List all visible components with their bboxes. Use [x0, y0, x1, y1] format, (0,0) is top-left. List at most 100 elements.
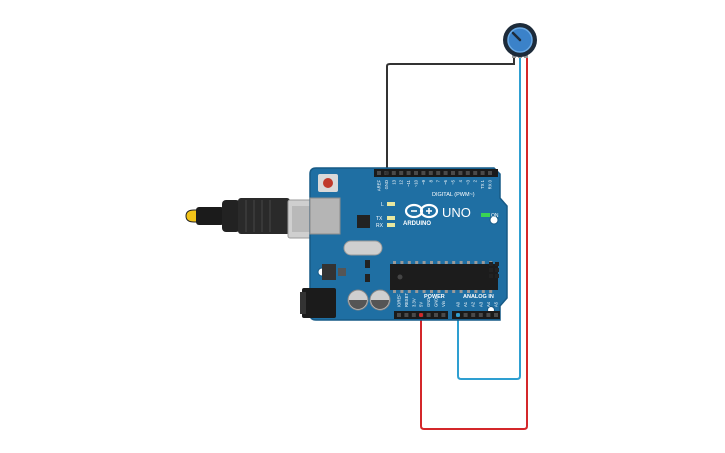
icsp-header	[489, 262, 499, 278]
pin-hole[interactable]	[480, 171, 485, 175]
pin-hole[interactable]	[494, 313, 498, 317]
pin-hole[interactable]	[471, 313, 476, 317]
pin-label: 12	[399, 179, 404, 184]
wires	[386, 54, 528, 430]
chip-pin	[459, 290, 463, 293]
pin-hole[interactable]	[406, 171, 411, 175]
chip-pin	[393, 290, 396, 293]
pin-hole[interactable]	[443, 171, 448, 175]
pin-label: 2	[473, 179, 478, 182]
chip-pin	[452, 261, 456, 264]
brand-label: ARDUINO	[403, 221, 431, 227]
pin-hole[interactable]	[465, 171, 470, 175]
pin-label: GND	[434, 298, 439, 307]
pin-label: 13	[391, 179, 396, 184]
pin-hole[interactable]	[488, 171, 492, 175]
pin-hole[interactable]	[404, 313, 409, 317]
pin-hole[interactable]	[458, 171, 463, 175]
signal-wire[interactable]	[457, 56, 521, 380]
pin-hole[interactable]	[391, 171, 396, 175]
pin-hole[interactable]	[411, 313, 416, 317]
chip-pin	[400, 261, 404, 264]
chip-pin	[422, 261, 426, 264]
pin-hole[interactable]	[436, 171, 441, 175]
pin-hole[interactable]	[414, 171, 418, 175]
chip-pin	[452, 290, 456, 293]
chip-pin	[489, 290, 493, 293]
pin-hole[interactable]	[451, 171, 455, 175]
chip-pin	[430, 261, 433, 264]
chip-pin	[481, 290, 485, 293]
pin-label: TX 1	[480, 179, 485, 189]
arduino-board[interactable]: L TX RX ON ARDUINO UNO DIGITAL (PWM~) PO…	[300, 167, 508, 321]
led-l	[387, 202, 395, 206]
pin-label: RESET	[404, 293, 409, 307]
pin-label: ~10	[414, 179, 419, 187]
pin-label: A3	[478, 301, 483, 307]
chip-pin	[393, 261, 396, 264]
pin-label: A1	[463, 301, 468, 307]
pin-hole[interactable]	[377, 171, 381, 175]
pin-label: 7	[436, 179, 441, 182]
chip-pin	[467, 290, 470, 293]
pin-label: Vin	[441, 300, 446, 307]
chip-pin	[467, 261, 470, 264]
pin-label: A2	[471, 301, 476, 307]
pin-hole[interactable]	[478, 313, 483, 317]
potentiometer[interactable]	[503, 23, 537, 58]
pin-label: ~6	[443, 179, 448, 184]
chip-pin	[415, 261, 419, 264]
chip-pin	[407, 290, 411, 293]
pin-hole[interactable]	[397, 313, 401, 317]
analog-header	[452, 311, 500, 319]
digital-header	[374, 169, 498, 177]
pin-label: RX 0	[488, 179, 493, 189]
chip-pin	[422, 290, 426, 293]
arduino-logo	[404, 203, 439, 219]
pin-label: A5	[494, 301, 499, 307]
led-tx-label: TX	[376, 216, 383, 222]
digital-header-label: DIGITAL (PWM~)	[432, 192, 475, 198]
led-rx	[387, 223, 395, 227]
chip-pin	[474, 261, 478, 264]
gnd-wire[interactable]	[386, 54, 515, 172]
model-label: UNO	[442, 205, 471, 220]
led-l-label: L	[381, 202, 384, 208]
pin-hole[interactable]	[399, 171, 404, 175]
chip-pin	[444, 290, 448, 293]
pin-hole[interactable]	[426, 313, 431, 317]
chip-pin	[430, 290, 433, 293]
pin-label: GND	[384, 180, 389, 189]
chip-pin	[459, 261, 463, 264]
gnd-wire-end	[385, 171, 389, 175]
power-wire-end	[419, 313, 423, 317]
pin-label: 3.3V	[411, 298, 416, 307]
power-jack[interactable]	[302, 288, 336, 318]
chip-pin	[437, 261, 441, 264]
pin-hole[interactable]	[428, 171, 433, 175]
reset-button[interactable]	[323, 178, 333, 188]
pin-label: 5V	[419, 302, 424, 307]
pin-hole[interactable]	[434, 313, 438, 317]
led-rx-label: RX	[376, 223, 384, 229]
power-wire[interactable]	[420, 56, 528, 430]
pin-label: ~3	[465, 179, 470, 184]
analog-header-label: ANALOG IN	[463, 294, 494, 300]
chip-pin	[481, 261, 485, 264]
pin-label: A4	[486, 301, 491, 307]
pin-label: IOREF	[397, 294, 402, 307]
led-on-label: ON	[491, 213, 499, 219]
pin-label: GND	[426, 298, 431, 307]
pin-label: 4	[458, 179, 463, 182]
pin-hole[interactable]	[486, 313, 491, 317]
chip-pin	[474, 290, 478, 293]
pin-hole[interactable]	[463, 313, 468, 317]
pin-hole[interactable]	[421, 171, 426, 175]
pin-hole[interactable]	[441, 313, 446, 317]
pin-hole[interactable]	[473, 171, 478, 175]
pin-label: 8	[428, 179, 433, 182]
pin-label: ~5	[451, 179, 456, 184]
chip-pin	[415, 290, 419, 293]
chip-pin	[400, 290, 404, 293]
